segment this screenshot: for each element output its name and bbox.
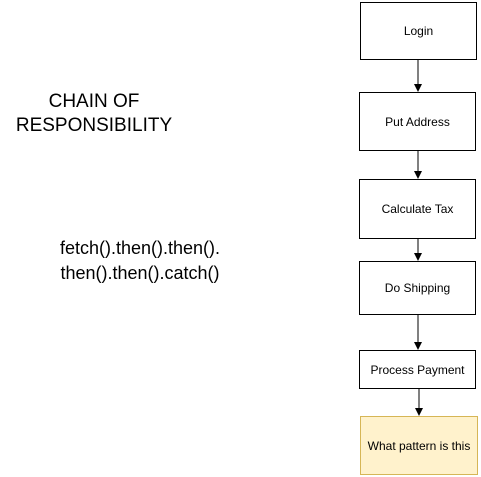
step-do-shipping-box: Do Shipping [359,261,476,315]
step-login-label: Login [403,24,434,38]
diagram-title: CHAIN OF RESPONSIBILITY [15,91,173,136]
step-put-address-box: Put Address [359,92,476,151]
promise-chain-code: fetch().then().then(). then().then().cat… [59,238,221,283]
step-process-payment-box: Process Payment [359,350,476,389]
step-calculate-tax-box: Calculate Tax [359,179,476,239]
step-do-shipping-label: Do Shipping [384,281,451,295]
step-login-box: Login [360,2,477,60]
step-process-payment-label: Process Payment [370,362,465,377]
step-calculate-tax-label: Calculate Tax [381,202,454,216]
step-put-address-label: Put Address [385,114,450,129]
question-label: What pattern is this [367,438,471,453]
question-box: What pattern is this [360,416,478,475]
